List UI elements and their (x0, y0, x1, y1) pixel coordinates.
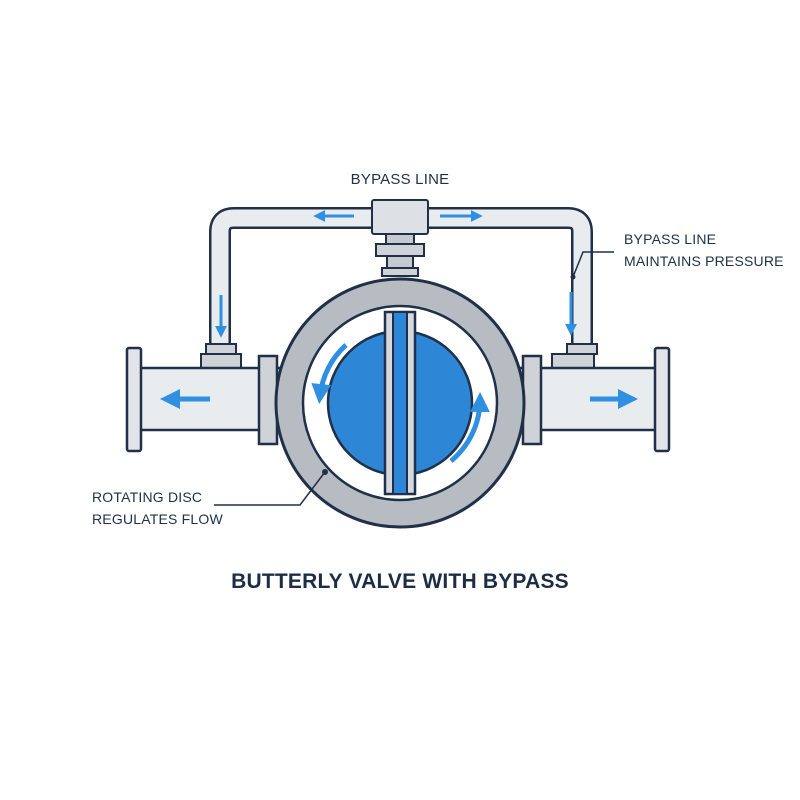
disc-note: ROTATING DISC REGULATES FLOW (92, 486, 223, 530)
bypass-note-line1: BYPASS LINE (624, 231, 717, 247)
bypass-note-leader (572, 251, 614, 278)
bypass-note: BYPASS LINE MAINTAINS PRESSURE (624, 228, 784, 272)
rotation-arrow-left-icon (311, 343, 348, 404)
bypass-line-label: BYPASS LINE (350, 171, 450, 188)
bypass-note-dot (570, 274, 576, 280)
disc-note-line1: ROTATING DISC (92, 489, 203, 505)
diagram-title: BUTTERLY VALVE WITH BYPASS (231, 570, 569, 593)
disc-note-leader (214, 471, 326, 506)
bypass-control-valve (371, 199, 429, 277)
bypass-right-fitting (551, 343, 598, 369)
disc-note-dot (322, 469, 328, 475)
rotation-arrow-right-icon (449, 392, 490, 463)
bypass-note-line2: MAINTAINS PRESSURE (624, 253, 784, 269)
disc-note-line2: REGULATES FLOW (92, 511, 223, 527)
bypass-left-fitting (200, 343, 242, 369)
